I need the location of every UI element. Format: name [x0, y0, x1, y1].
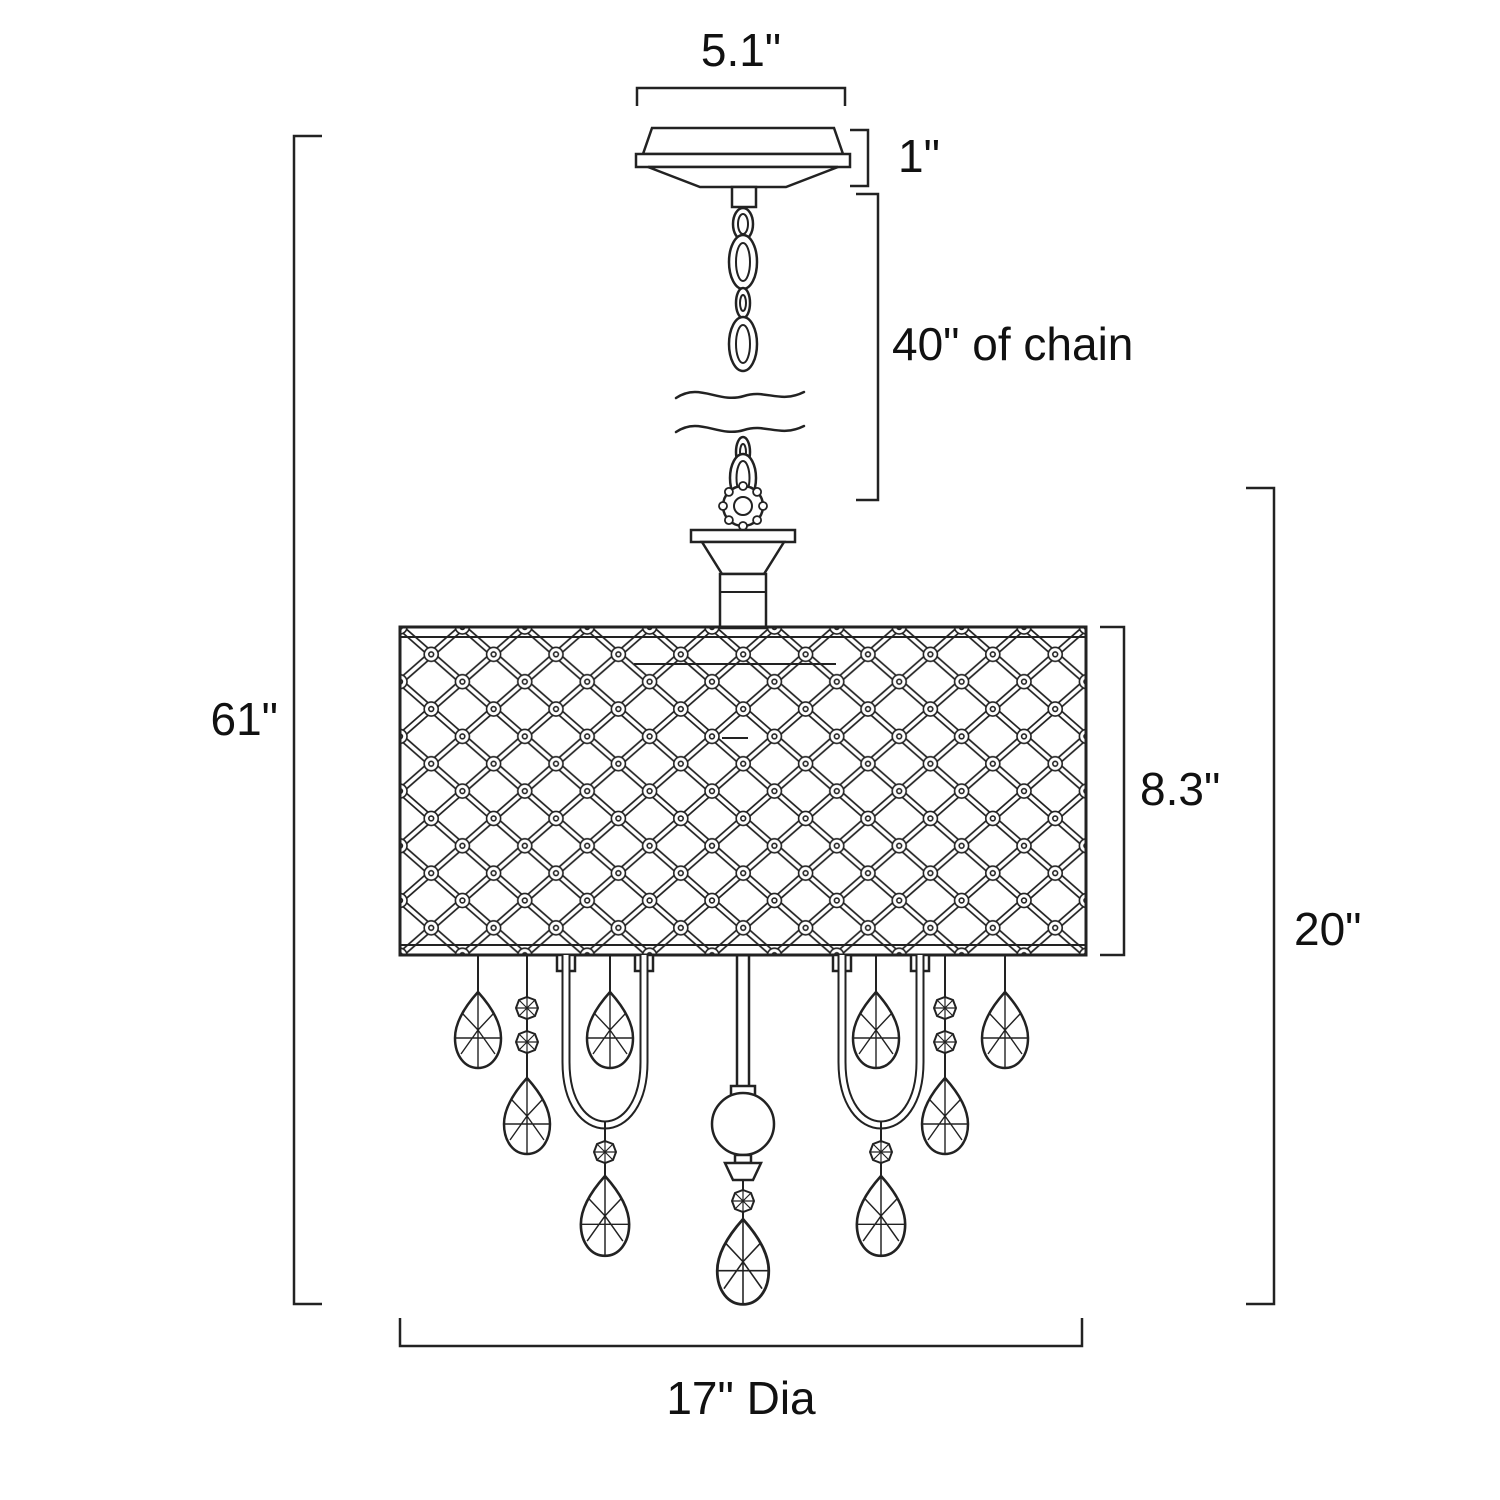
crystal-bead: [869, 1140, 893, 1164]
crystal-teardrop: [579, 1174, 631, 1258]
chain: [727, 206, 759, 504]
crystal-bead: [933, 996, 957, 1020]
crystal-teardrop: [851, 990, 901, 1070]
dimension-chain-length: 40" of chain: [856, 192, 1133, 502]
crystal-teardrop: [502, 1076, 552, 1156]
crystal-bead: [593, 1140, 617, 1164]
ceiling-canopy: [634, 126, 852, 209]
crystal-teardrop: [855, 1174, 907, 1258]
crystal-teardrop: [453, 990, 503, 1070]
shade-height-label: 8.3": [1140, 763, 1220, 815]
dimension-canopy-height: 1": [850, 128, 940, 188]
connector-ornament: [689, 481, 797, 630]
crystal-teardrop: [715, 1217, 771, 1306]
break-mark: [674, 390, 806, 434]
crystal-teardrop: [920, 1076, 970, 1156]
crystal-drops: [453, 955, 1030, 1306]
crystal-bead: [933, 1030, 957, 1054]
overall-height-label: 61": [211, 693, 279, 745]
crystal-bead: [731, 1189, 755, 1213]
dimension-diameter: 17" Dia: [398, 1318, 1084, 1424]
center-column: [710, 953, 776, 1182]
crystal-bead: [515, 1030, 539, 1054]
dimension-shade-height: 8.3": [1100, 625, 1220, 957]
glass-ball: [710, 1091, 776, 1157]
chain-length-label: 40" of chain: [892, 318, 1133, 370]
crystal-teardrop: [980, 990, 1030, 1070]
crystal-bead: [515, 996, 539, 1020]
dimension-overall-height: 61": [211, 134, 322, 1306]
diameter-label: 17" Dia: [666, 1372, 816, 1424]
canopy-width-label: 5.1": [701, 24, 781, 76]
body-height-label: 20": [1294, 903, 1362, 955]
dimension-body-height: 20": [1246, 486, 1362, 1306]
dimension-canopy-width: 5.1": [635, 24, 847, 106]
drum-shade: [398, 625, 1088, 957]
crystal-teardrop: [585, 990, 635, 1070]
canopy-height-label: 1": [898, 130, 940, 182]
